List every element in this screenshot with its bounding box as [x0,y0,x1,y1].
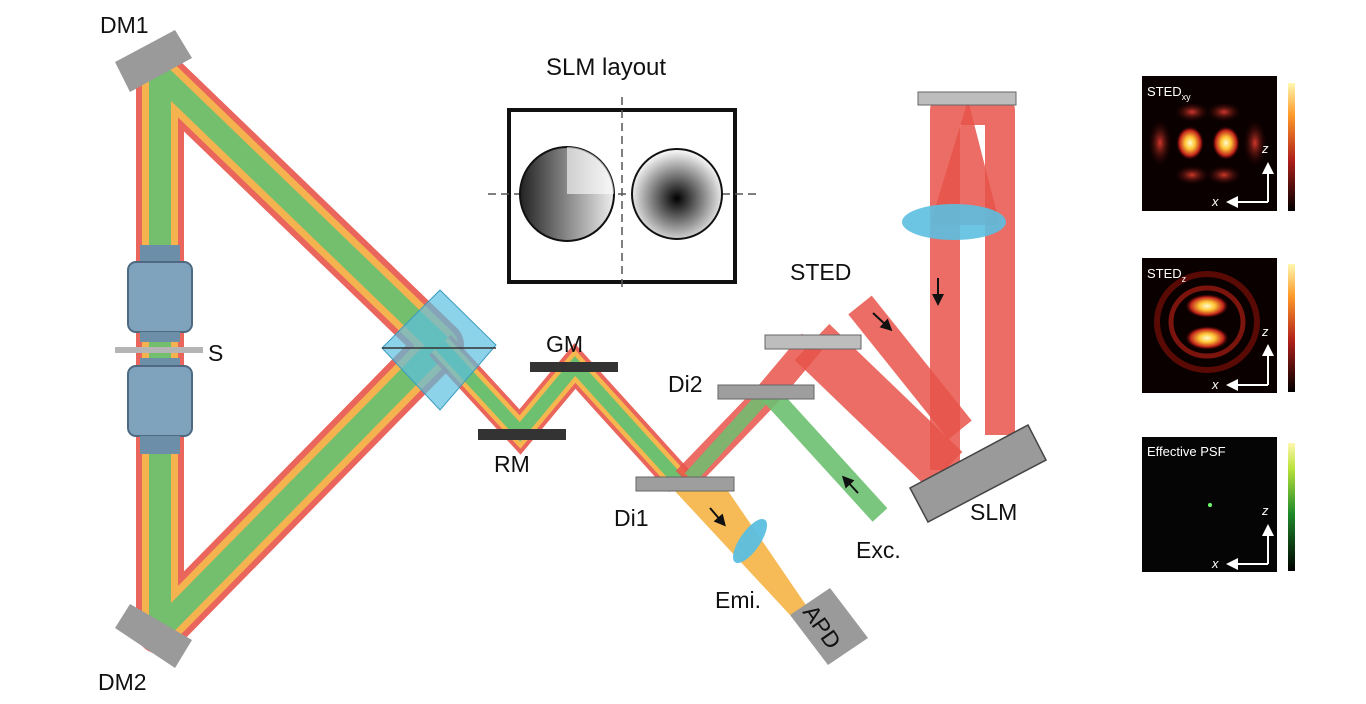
beam-zigzag [428,334,692,493]
objective-upper [127,245,193,342]
label-dm1: DM1 [100,12,149,38]
psf-title-effective: Effective PSF [1147,444,1226,459]
objective-lower [127,358,193,454]
psf-axis-x-3: x [1211,556,1219,571]
beam-splitter-cube [381,289,497,411]
label-dm2: DM2 [98,669,147,695]
psf-axis-z-3: z [1261,503,1269,518]
label-gm: GM [546,331,583,357]
psf-title-sted-xy: STEDxy [1147,84,1191,102]
psf-panel-sted-xy [1142,76,1295,211]
dichroic-2 [717,384,815,400]
apd-detector [790,588,868,665]
resonant-mirror [478,429,566,440]
galvo-mirror [530,362,618,372]
psf-panel-sted-z [1142,258,1295,393]
lens-emission [732,518,768,564]
beam-arrows [709,278,944,527]
slm-tophat-phase [631,148,723,240]
psf-axis-z-1: z [1261,141,1269,156]
lens-sted [902,204,1006,240]
label-di2: Di2 [668,371,703,397]
label-slm-layout: SLM layout [546,54,666,81]
label-exc: Exc. [856,537,901,563]
deformable-mirror-2 [115,604,192,668]
psf-axis-z-2: z [1261,324,1269,339]
label-rm: RM [494,451,530,477]
deformable-mirror-1 [115,30,192,92]
label-sted: STED [790,259,851,285]
beam-excitation [684,385,888,522]
fold-mirror [764,334,862,350]
label-sample: S [208,340,223,366]
psf-axes [1226,162,1274,570]
slm-device [908,423,1048,524]
slm-layout-inset [488,97,756,292]
psf-axis-x-2: x [1211,377,1219,392]
psf-title-sted-z: STEDz [1147,266,1187,284]
label-slm: SLM [970,499,1017,525]
label-di1: Di1 [614,505,649,531]
label-emi: Emi. [715,587,761,613]
top-mirror [917,91,1017,106]
psf-axis-x-1: x [1211,194,1219,209]
psf-panel-effective [1142,437,1295,572]
sample-slide [115,347,203,353]
dichroic-1 [635,476,735,492]
